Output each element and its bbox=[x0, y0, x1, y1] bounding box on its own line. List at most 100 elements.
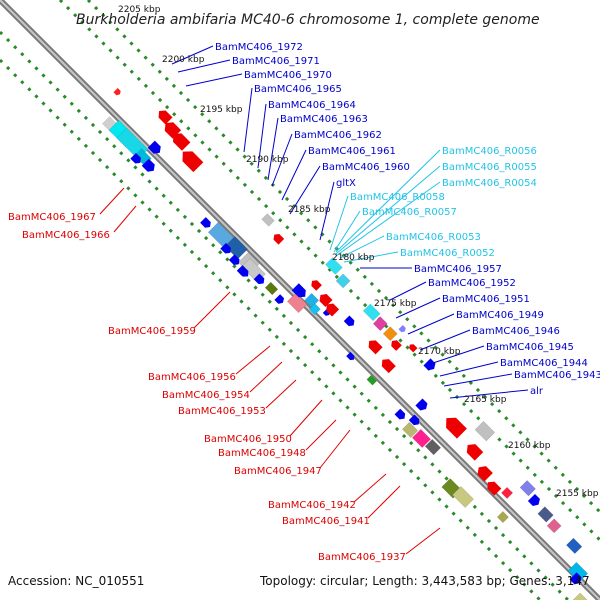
gene-label[interactable]: BamMC406_1964 bbox=[268, 100, 356, 111]
map-title: Burkholderia ambifaria MC40-6 chromosome… bbox=[76, 12, 540, 28]
gene-label[interactable]: BamMC406_1942 bbox=[268, 500, 356, 511]
gene-feature bbox=[261, 213, 275, 227]
gene-label[interactable]: BamMC406_1948 bbox=[218, 448, 306, 459]
gene-label[interactable]: BamMC406_1970 bbox=[244, 70, 332, 81]
gene-label[interactable]: BamMC406_1953 bbox=[178, 406, 266, 417]
kbp-tick-label: 2155 kbp bbox=[556, 489, 599, 499]
leader-line bbox=[405, 527, 441, 555]
gene-label[interactable]: BamMC406_R0053 bbox=[386, 232, 481, 243]
gene-label[interactable]: BamMC406_R0055 bbox=[442, 162, 537, 173]
gene-label[interactable]: BamMC406_R0057 bbox=[362, 207, 457, 218]
gene-feature bbox=[466, 444, 484, 461]
gene-feature bbox=[164, 122, 182, 139]
gene-label[interactable]: BamMC406_1943 bbox=[514, 370, 600, 381]
kbp-tick-label: 2205 kbp bbox=[118, 5, 161, 15]
gene-feature bbox=[382, 326, 398, 342]
gene-feature bbox=[477, 466, 493, 482]
gene-label[interactable]: BamMC406_R0056 bbox=[442, 146, 537, 157]
gene-label[interactable]: BamMC406_1961 bbox=[308, 146, 396, 157]
kbp-tick-label: 2195 kbp bbox=[200, 105, 243, 115]
kbp-tick-label: 2180 kbp bbox=[332, 253, 375, 263]
gene-label[interactable]: BamMC406_1937 bbox=[318, 552, 406, 563]
leader-line bbox=[449, 389, 529, 399]
gene-label[interactable]: BamMC406_R0052 bbox=[400, 248, 495, 259]
gene-label[interactable]: BamMC406_1954 bbox=[162, 390, 250, 401]
gene-feature bbox=[228, 254, 240, 265]
gene-feature bbox=[566, 537, 583, 554]
gene-feature bbox=[401, 421, 419, 439]
gene-feature bbox=[311, 280, 322, 291]
gene-feature bbox=[286, 292, 308, 314]
gene-label[interactable]: BamMC406_1946 bbox=[472, 326, 560, 337]
gene-feature bbox=[304, 292, 320, 308]
gene-label[interactable]: BamMC406_1959 bbox=[108, 326, 196, 337]
gene-feature bbox=[224, 235, 249, 260]
gene-feature bbox=[527, 493, 540, 506]
gene-label[interactable]: BamMC406_1967 bbox=[8, 212, 96, 223]
gene-label[interactable]: BamMC406_1949 bbox=[456, 310, 544, 321]
gene-label[interactable]: BamMC406_1965 bbox=[254, 84, 342, 95]
gene-feature bbox=[366, 374, 378, 386]
gene-feature bbox=[113, 88, 121, 96]
gene-label[interactable]: BamMC406_1952 bbox=[428, 278, 516, 289]
leader-line bbox=[339, 235, 385, 259]
leader-line bbox=[267, 117, 279, 181]
leader-line bbox=[419, 329, 471, 351]
leader-line bbox=[249, 361, 283, 393]
leader-line bbox=[193, 291, 231, 329]
kbp-tick-label: 2160 kbp bbox=[508, 441, 551, 451]
gene-label[interactable]: alr bbox=[530, 386, 544, 397]
gene-label[interactable]: BamMC406_1947 bbox=[234, 466, 322, 477]
leader-line bbox=[281, 149, 307, 201]
leader-line bbox=[395, 297, 441, 319]
gene-label[interactable]: BamMC406_1941 bbox=[282, 516, 370, 527]
gene-feature bbox=[424, 438, 442, 456]
gene-label[interactable]: BamMC406_R0054 bbox=[442, 178, 537, 189]
gene-feature bbox=[308, 303, 321, 316]
leader-line bbox=[99, 187, 125, 215]
gene-label[interactable]: gltX bbox=[336, 178, 356, 189]
topology-text: Topology: circular; Length: 3,443,583 bp… bbox=[259, 574, 590, 588]
gene-label[interactable]: BamMC406_1966 bbox=[22, 230, 110, 241]
leader-line bbox=[343, 251, 399, 263]
leader-line bbox=[257, 103, 267, 169]
gene-feature bbox=[391, 340, 402, 351]
gene-feature bbox=[325, 257, 343, 275]
accession-text: Accession: NC_010551 bbox=[8, 574, 144, 588]
gene-feature bbox=[487, 481, 502, 496]
leader-line bbox=[333, 210, 361, 253]
gene-label[interactable]: BamMC406_1944 bbox=[500, 358, 588, 369]
leader-line bbox=[329, 195, 349, 251]
gene-label[interactable]: BamMC406_1950 bbox=[204, 434, 292, 445]
gene-label[interactable]: BamMC406_R0058 bbox=[350, 192, 445, 203]
gene-label[interactable]: BamMC406_1972 bbox=[215, 42, 303, 53]
gene-feature bbox=[130, 152, 141, 164]
gene-label[interactable]: BamMC406_1963 bbox=[280, 114, 368, 125]
gene-feature bbox=[546, 518, 562, 534]
gene-label[interactable]: BamMC406_1945 bbox=[486, 342, 574, 353]
gene-feature bbox=[572, 592, 588, 600]
gene-label[interactable]: BamMC406_1960 bbox=[322, 162, 410, 173]
gene-label[interactable]: BamMC406_1962 bbox=[294, 130, 382, 141]
leader-line bbox=[439, 361, 499, 377]
gene-labels: BamMC406_1972BamMC406_1971BamMC406_1970B… bbox=[8, 42, 600, 563]
gene-label[interactable]: BamMC406_1951 bbox=[442, 294, 530, 305]
gene-feature bbox=[415, 398, 428, 411]
gene-feature bbox=[501, 486, 514, 499]
leader-line bbox=[243, 87, 253, 153]
label-leaders bbox=[99, 45, 529, 555]
gene-feature bbox=[496, 511, 509, 524]
gene-label[interactable]: BamMC406_1971 bbox=[232, 56, 320, 67]
gene-feature bbox=[253, 273, 265, 285]
gene-label[interactable]: BamMC406_1956 bbox=[148, 372, 236, 383]
kbp-tick-label: 2165 kbp bbox=[464, 395, 507, 405]
leader-line bbox=[235, 345, 271, 375]
gene-feature bbox=[569, 572, 582, 585]
gene-feature bbox=[368, 340, 383, 355]
gene-feature bbox=[343, 315, 355, 327]
gene-feature bbox=[220, 242, 231, 254]
gene-label[interactable]: BamMC406_1957 bbox=[414, 264, 502, 275]
kbp-tick-label: 2175 kbp bbox=[374, 299, 417, 309]
gene-feature bbox=[158, 110, 173, 125]
